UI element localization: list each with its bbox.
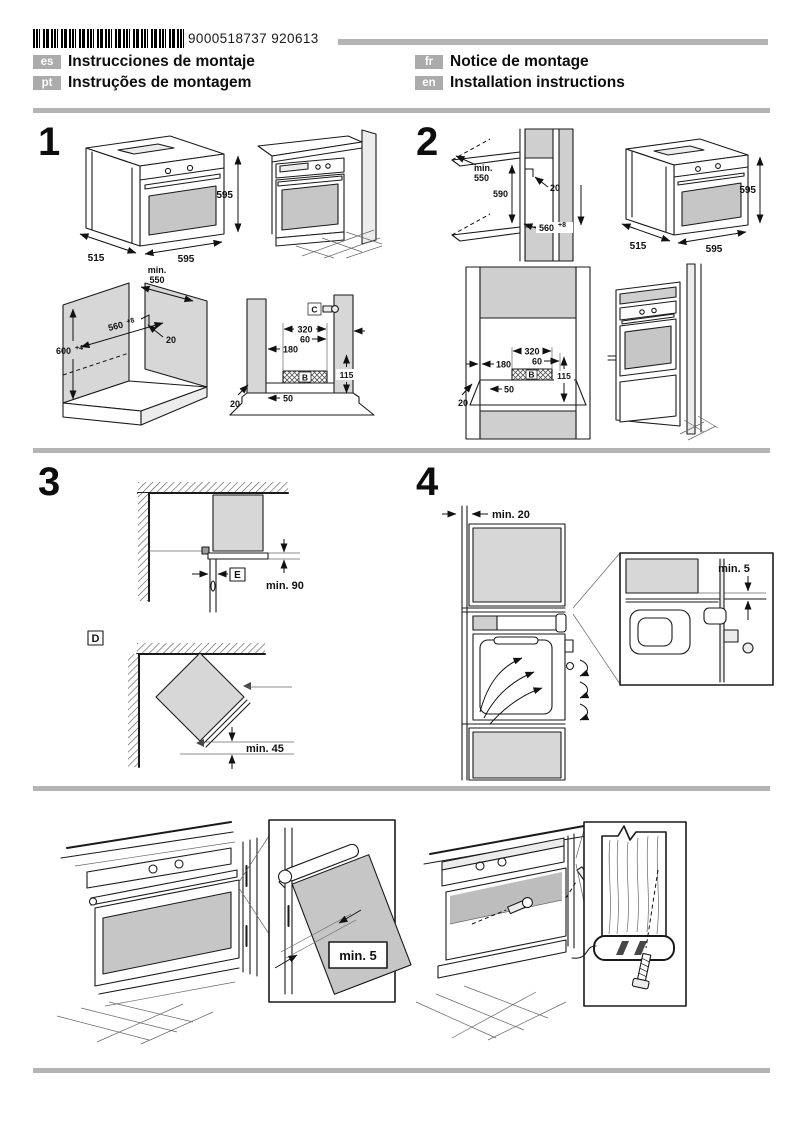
dim-2-height: 595: [739, 185, 756, 196]
step-1-number: 1: [38, 120, 61, 164]
dim-2a-20: 20: [550, 183, 560, 193]
dim-1c-depth-sup: +8: [126, 317, 136, 326]
floor-tiles: [295, 229, 383, 259]
dim-4-min-5: min. 5: [718, 563, 750, 575]
screw-icon: [322, 305, 339, 313]
step-3-number: 3: [38, 460, 61, 504]
diagram-4-ventilation: min. 20: [442, 505, 774, 781]
dim-bottom-min-5: min. 5: [339, 948, 377, 963]
dim-2a-590: 590: [493, 189, 508, 199]
dim-1c-min-label: min.: [148, 265, 167, 275]
diagram-3-diagonal-corner: D min. 45: [87, 630, 294, 769]
diagram-2-column-section: min. 550 590 20 560 +8: [451, 128, 585, 262]
dim-2a-min-label: min.: [474, 163, 493, 173]
label-b-2: B: [528, 370, 534, 380]
dim-2-width: 595: [706, 244, 723, 255]
dim-2c-50: 50: [504, 385, 514, 395]
floor-tiles: [56, 1001, 214, 1045]
divider-3: [33, 786, 770, 791]
diagram-door-gap: min. 5: [56, 819, 412, 1045]
dim-1c-height: 600: [56, 346, 71, 356]
diagram-2-niche-dimensions: B 320 60 180 115 50 20: [458, 266, 591, 440]
dim-1d-20: 20: [230, 399, 240, 409]
screw-icon: [471, 897, 533, 925]
dim-min-20: min. 20: [492, 509, 530, 521]
detail-inset-bracket: [571, 821, 687, 1007]
dim-1d-60: 60: [300, 335, 310, 345]
dim-1c-depth: 560: [107, 320, 124, 333]
dim-1d-180: 180: [283, 345, 298, 355]
dim-2a-560: 560: [539, 223, 554, 233]
diagram-1-base-cabinet: 20 min. 550 560 +8 600 +4: [56, 265, 208, 426]
label-e: E: [234, 570, 241, 581]
dim-2c-60: 60: [532, 357, 542, 367]
lang-code-en: en: [415, 76, 443, 90]
label-d: D: [92, 633, 100, 645]
dim-1d-115: 115: [340, 370, 354, 380]
screw-icon: [631, 869, 659, 990]
dim-2-depth: 515: [630, 241, 647, 252]
floor-tiles: [679, 415, 719, 441]
diagram-2-oven-dimensions: 595 515 595: [621, 138, 764, 255]
airflow-arrows: [479, 657, 590, 725]
lang-code-fr: fr: [415, 55, 443, 69]
detail-inset-door-gap: min. 5: [268, 819, 412, 1003]
barcode: [33, 29, 185, 48]
dim-2c-20: 20: [458, 398, 468, 408]
label-c-1: C: [311, 305, 317, 315]
title-es: Instrucciones de montaje: [68, 53, 255, 70]
divider-4: [33, 1068, 770, 1073]
dim-1c-min-value: 550: [149, 275, 164, 285]
dim-2a-min-value: 550: [474, 173, 489, 183]
lang-code-pt: pt: [33, 76, 61, 90]
header-gray-bar: [338, 39, 768, 45]
dim-1-depth: 515: [88, 253, 105, 264]
wood-grain: [608, 835, 659, 935]
diagram-2-oven-installed-column: [607, 263, 719, 441]
dim-2a-560-sup: +8: [558, 222, 566, 229]
diagram-3-corner-clearance: E min. 90: [137, 482, 304, 613]
title-en: Installation instructions: [450, 74, 625, 91]
divider-2: [33, 448, 770, 453]
dim-1d-320: 320: [297, 325, 312, 335]
step-4-number: 4: [416, 460, 439, 504]
title-pt: Instruções de montagem: [68, 74, 252, 91]
title-fr: Notice de montage: [450, 53, 589, 70]
barcode-number: 9000518737 920613: [188, 31, 319, 46]
detail-inset-min5: min. 5: [619, 552, 774, 686]
divider-1: [33, 108, 770, 113]
label-b-1: B: [302, 373, 308, 383]
floor-tiles: [415, 985, 567, 1041]
diagram-1-oven-dimensions: 595 515 595: [79, 135, 242, 265]
dim-2c-320: 320: [524, 347, 539, 357]
diagram-1-oven-installed: [257, 129, 383, 259]
dim-1-height: 595: [216, 190, 233, 201]
dim-1c-height-sup: +4: [75, 345, 83, 352]
dim-1-width: 595: [178, 254, 195, 265]
diagram-screw-fixing: [415, 821, 687, 1041]
dim-1d-50: 50: [283, 394, 293, 404]
dim-min-45: min. 45: [246, 743, 284, 755]
dim-1c-gap: 20: [166, 335, 176, 345]
step-2-number: 2: [416, 120, 439, 164]
diagram-1-niche-dimensions: B 320 60 180 115 50 20 C: [229, 294, 375, 416]
dim-2c-180: 180: [496, 360, 511, 370]
dim-2c-115: 115: [557, 371, 571, 381]
dim-min-90: min. 90: [266, 580, 304, 592]
lang-code-es: es: [33, 55, 61, 69]
